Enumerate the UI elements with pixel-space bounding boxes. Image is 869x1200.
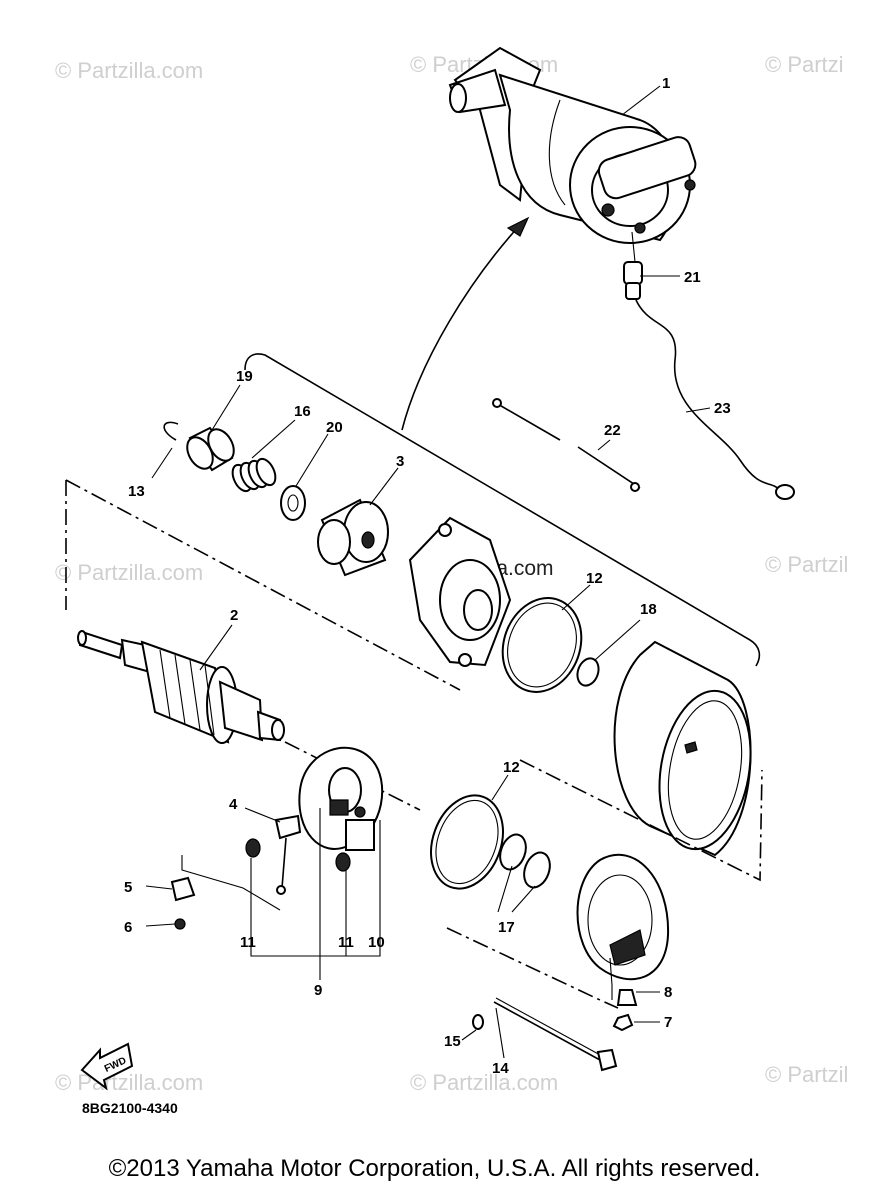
watermark: © Partzil: [765, 552, 848, 577]
fwd-arrow-icon: FWD: [80, 1042, 134, 1091]
leader-lines: [145, 85, 711, 1059]
part-label: 20: [326, 419, 343, 436]
armature-2: [77, 630, 285, 744]
axis-line-main: [284, 741, 421, 811]
part-label: 16: [294, 403, 311, 420]
starter-motor-assembly: [448, 46, 697, 263]
watermark: © Partzi: [765, 52, 844, 77]
diagram-code: 8BG2100-4340: [82, 1100, 178, 1116]
part-label: 5: [124, 879, 132, 896]
part-label: 11: [240, 934, 256, 951]
part-label: 12: [503, 759, 520, 776]
washer-20: [280, 485, 306, 521]
pinion-clutch-3: [317, 498, 389, 577]
watermark: © Partzil: [765, 1062, 848, 1087]
bolt-14: [493, 997, 618, 1072]
part-label: 23: [714, 400, 731, 417]
collar-19: [186, 426, 235, 472]
part-label: 1: [662, 75, 670, 92]
arrow-head: [506, 216, 530, 237]
lead-22: [492, 398, 641, 492]
part-label: 11: [338, 934, 354, 951]
part-label: 14: [492, 1060, 509, 1077]
axis-line-bolt: [446, 927, 619, 1009]
axis-line-upper: [65, 479, 461, 691]
watermark: © Partzilla.com: [410, 1070, 558, 1095]
brush-spring-11-right: [335, 852, 351, 872]
part-label: 19: [236, 368, 253, 385]
ring-18: [576, 657, 600, 687]
part-label: 2: [230, 607, 238, 624]
copyright-notice: ©2013 Yamaha Motor Corporation, U.S.A. A…: [108, 1155, 761, 1182]
watermark: © Partzilla.com: [55, 1070, 203, 1095]
brush-plate-9: [298, 746, 384, 851]
part-label: 4: [229, 796, 238, 813]
nut-7: [612, 1013, 634, 1032]
part-label: 22: [604, 422, 621, 439]
yoke: [613, 640, 752, 857]
part-label: 9: [314, 982, 322, 999]
part-label: 21: [684, 269, 701, 286]
o-ring-15: [472, 1014, 484, 1030]
front-cover: [408, 516, 512, 667]
part-label: 15: [444, 1033, 461, 1050]
grommet-8: [616, 989, 638, 1006]
axis-line-right: [519, 759, 763, 882]
circlip-13: [163, 421, 179, 441]
part-label: 18: [640, 601, 657, 618]
spring-16: [231, 457, 277, 493]
part-label: 3: [396, 453, 404, 470]
watermark: © Partzilla.com: [55, 58, 203, 83]
rear-cover: [576, 853, 670, 981]
o-ring-12-upper: [501, 597, 583, 693]
part-label: 10: [368, 934, 385, 951]
brush-spring-11-left: [245, 838, 261, 858]
seal-17a: [499, 833, 527, 871]
cap-5: [170, 876, 196, 902]
assembly-arrow: [401, 224, 521, 431]
part-labels: 1 21 23 19 16 20 3 13 22 12 18 2 12 4 5 …: [124, 75, 731, 1077]
watermark: © Partzilla.com: [55, 560, 203, 585]
part-label: 7: [664, 1014, 672, 1031]
lead-wire: [623, 261, 795, 500]
part-label: 12: [586, 570, 603, 587]
part-label: 13: [128, 483, 145, 500]
seal-17b: [523, 851, 551, 889]
brush-4: [274, 814, 302, 895]
part-label: 6: [124, 919, 132, 936]
nut-6: [174, 918, 186, 930]
kit-bracket: [244, 353, 761, 667]
part-label: 17: [498, 919, 515, 936]
o-ring-12-lower: [430, 794, 504, 890]
part-label: 8: [664, 984, 672, 1001]
